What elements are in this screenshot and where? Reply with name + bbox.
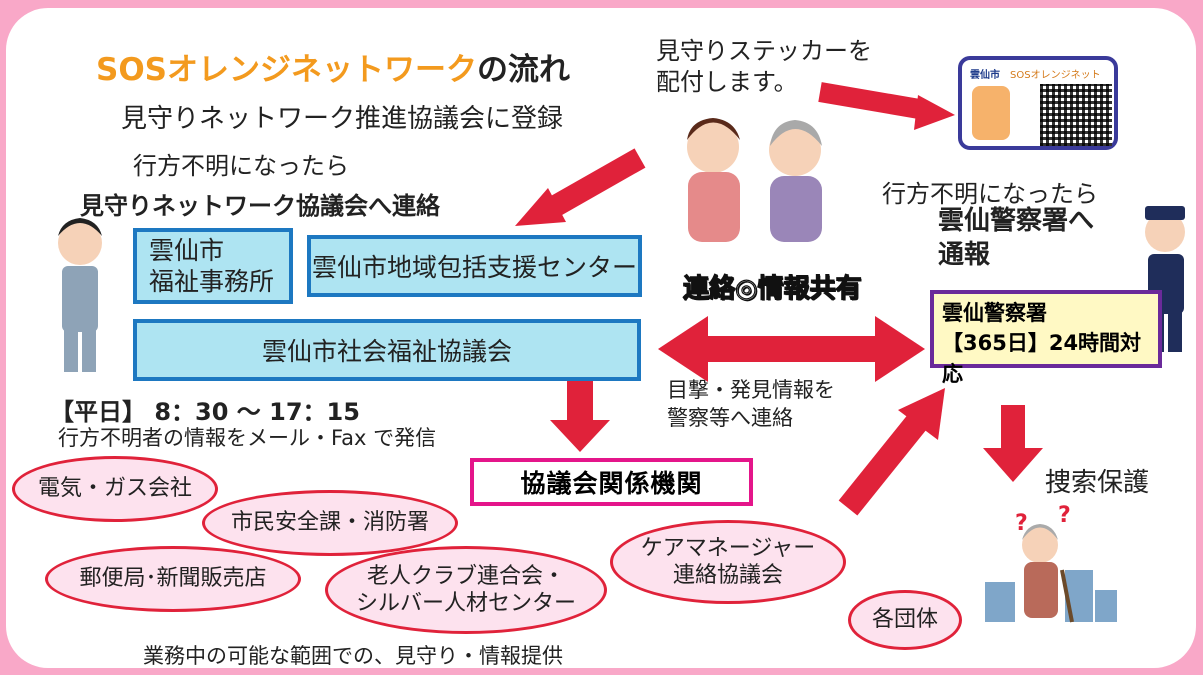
page-title: SOSオレンジネットワークの流れ: [96, 52, 571, 88]
welfare-office-box: 雲仙市福祉事務所: [133, 228, 293, 304]
org-ellipse: 市民安全課・消防署: [202, 490, 458, 556]
org-ellipse: 各団体: [848, 590, 962, 650]
related-orgs-box: 協議会関係機関: [470, 458, 753, 506]
svg-text:?: ?: [1015, 511, 1028, 536]
arrow-down-search: [983, 405, 1043, 482]
police-officer-illustration: [1145, 206, 1185, 352]
sticker-text: 見守りステッカーを配付します。: [656, 37, 872, 97]
arrow-down-related-orgs: [550, 378, 610, 452]
staff-man-illustration: [58, 218, 102, 372]
svg-text:?: ?: [1058, 503, 1071, 528]
double-arrow-info-share: [658, 316, 925, 382]
arrow-to-sticker-card: [818, 82, 955, 130]
sighting-text: 目撃・発見情報を警察等へ連絡: [667, 378, 835, 431]
org-ellipse: ケアマネージャー連絡協議会: [610, 520, 846, 604]
contact-council-text: 見守りネットワーク協議会へ連絡: [80, 192, 440, 220]
qr-code-icon: [1040, 84, 1112, 146]
missing-text-right: 行方不明になったら: [882, 180, 1098, 208]
org-ellipse: 郵便局･新聞販売店: [45, 546, 301, 612]
missing-text-left: 行方不明になったら: [133, 152, 349, 180]
dog-mascot-icon: [972, 86, 1010, 140]
search-protect-text: 捜索保護: [1045, 468, 1150, 498]
weekday-hours: 【平日】 8：30 〜 17：15: [50, 398, 360, 426]
sticker-card: 雲仙市 SOSオレンジネット: [958, 56, 1118, 150]
police-box: 雲仙警察署【365日】24時間対応: [930, 290, 1162, 386]
org-ellipse: 電気・ガス会社: [12, 456, 218, 522]
arrow-up-to-police: [838, 388, 945, 516]
arrow-to-council: [515, 148, 646, 226]
sticker-card-city: 雲仙市: [970, 70, 1000, 81]
social-council-box: 雲仙市社会福祉協議会: [133, 319, 641, 381]
info-share-label: 連絡◎情報共有: [682, 273, 862, 304]
register-text: 見守りネットワーク推進協議会に登録: [121, 104, 564, 134]
footer-text: 業務中の可能な範囲での、見守り・情報提供: [143, 644, 563, 668]
org-ellipse: 老人クラブ連合会・シルバー人材センター: [325, 546, 607, 634]
mail-fax-text: 行方不明者の情報をメール・Fax で発信: [58, 426, 437, 450]
sticker-card-label: SOSオレンジネット: [1010, 70, 1101, 81]
police-notify-text: 雲仙警察署へ通報: [938, 206, 1095, 270]
caregiver-elderly-illustration: [687, 118, 822, 242]
support-center-box: 雲仙市地域包括支援センター: [307, 235, 642, 297]
lost-elderly-illustration: ? ?: [985, 503, 1117, 623]
